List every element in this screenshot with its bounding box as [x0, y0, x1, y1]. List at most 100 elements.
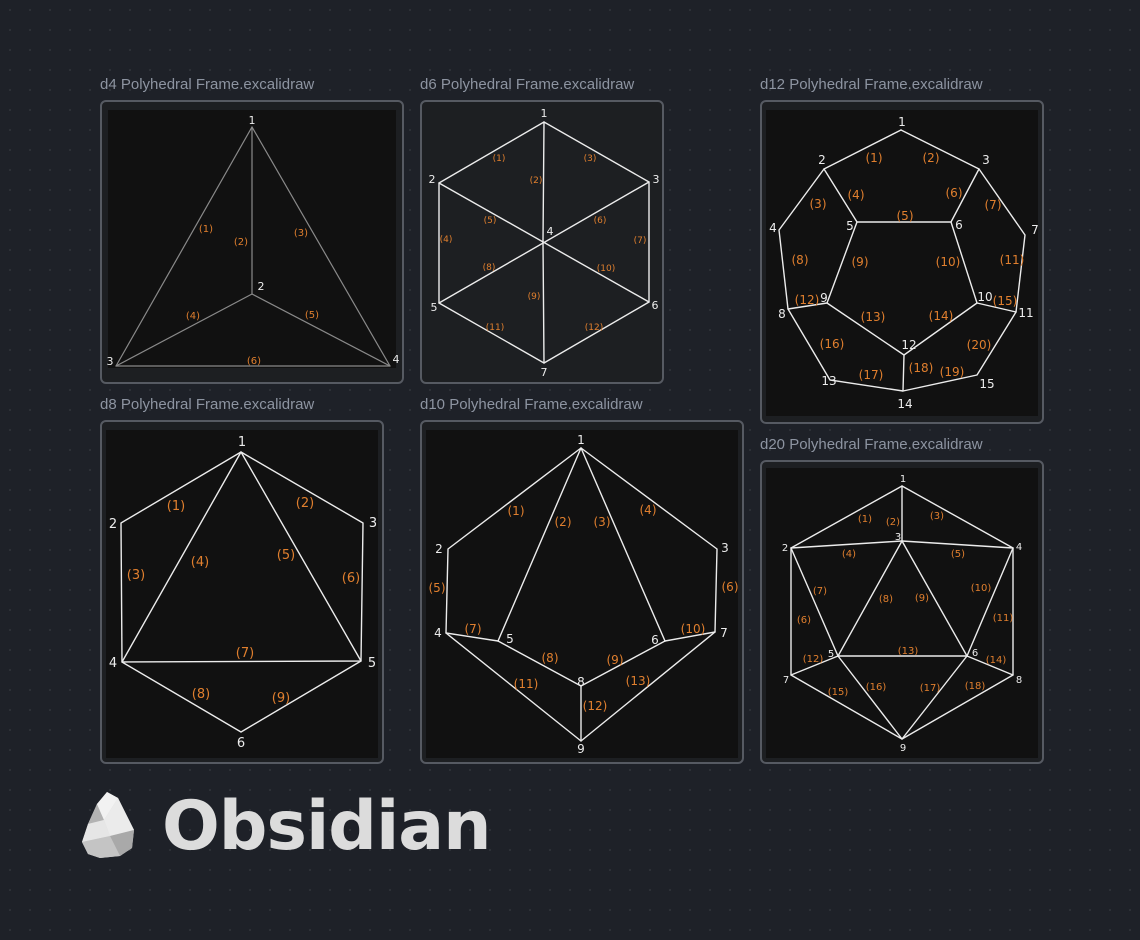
d12-vertex-label: 8 — [778, 307, 786, 321]
frame-title-d8[interactable]: d8 Polyhedral Frame.excalidraw — [100, 396, 315, 413]
d10-edge — [580, 447, 666, 642]
d4-edge — [115, 293, 253, 367]
d20-face-label: (5) — [951, 549, 965, 560]
d8-face-label: (8) — [192, 687, 210, 702]
frame-title-d20[interactable]: d20 Polyhedral Frame.excalidraw — [760, 436, 983, 453]
d12-face-label: (11) — [1000, 253, 1025, 267]
d12-vertex-label: 11 — [1018, 306, 1033, 320]
d10-face-label: (3) — [594, 515, 611, 529]
d6-face-label: (2) — [530, 176, 543, 186]
d10-edge — [497, 447, 582, 642]
d4-face-label: (6) — [247, 356, 261, 367]
d10-face-label: (13) — [626, 674, 651, 688]
d10-vertex-label: 1 — [577, 433, 585, 447]
d20-edge — [790, 547, 839, 657]
d4-face-label: (2) — [234, 237, 248, 248]
frame-card-d10[interactable]: 1 2 3 4 5 6 7 8 9 (1) (2) (3) (4) (5) (6… — [420, 420, 744, 764]
d6-face-label: (12) — [585, 323, 603, 333]
d12-vertex-label: 10 — [977, 290, 992, 304]
d20-face-label: (13) — [898, 646, 919, 657]
d6-diagram: 1 2 3 4 5 6 7 (1) (2) (3) (4) (5) (6) (7… — [429, 107, 660, 379]
d10-vertex-label: 3 — [721, 541, 729, 555]
frame-title-d10[interactable]: d10 Polyhedral Frame.excalidraw — [420, 396, 643, 413]
d12-face-label: (20) — [967, 338, 992, 352]
d12-face-label: (5) — [897, 209, 914, 223]
frame-card-d6[interactable]: 1 2 3 4 5 6 7 (1) (2) (3) (4) (5) (6) (7… — [420, 100, 664, 384]
d10-face-label: (4) — [640, 503, 657, 517]
frame-card-d4[interactable]: 1 2 3 4 (1) (2) (3) (4) (5) (6) — [100, 100, 404, 384]
d12-face-label: (17) — [859, 368, 884, 382]
d4-face-label: (4) — [186, 311, 200, 322]
d12-edge — [902, 354, 905, 392]
d10-face-label: (7) — [465, 622, 482, 636]
d6-face-label: (11) — [486, 323, 504, 333]
d10-face-label: (1) — [508, 504, 525, 518]
d8-inner-triangle — [121, 451, 362, 663]
d10-face-label: (2) — [555, 515, 572, 529]
d6-face-label: (9) — [528, 292, 541, 302]
d12-inner-pentagon — [826, 221, 978, 356]
d10-face-label: (8) — [542, 651, 559, 665]
d12-vertex-label: 13 — [821, 374, 836, 388]
d6-face-label: (8) — [483, 263, 496, 273]
d10-face-label: (6) — [722, 580, 739, 594]
d12-face-label: (7) — [985, 198, 1002, 212]
d6-face-label: (10) — [597, 264, 615, 274]
d12-vertex-label: 2 — [818, 153, 826, 167]
d4-edge — [251, 293, 391, 367]
d12-vertex-label: 9 — [820, 291, 828, 305]
frame-card-d12[interactable]: 1 2 3 4 5 6 7 8 9 10 11 12 13 14 15 (1) … — [760, 100, 1044, 424]
d4-vertex-label: 1 — [249, 114, 256, 127]
d4-face-label: (3) — [294, 228, 308, 239]
d20-inner-triangle — [837, 540, 968, 657]
d20-vertex-label: 9 — [900, 743, 906, 754]
d12-vertex-label: 3 — [982, 153, 990, 167]
d6-vertex-label: 3 — [653, 173, 660, 186]
d10-edge — [497, 640, 582, 687]
d20-edge — [837, 655, 903, 740]
d20-vertex-label: 7 — [783, 675, 789, 686]
d10-face-label: (10) — [681, 622, 706, 636]
d20-face-label: (9) — [915, 593, 929, 604]
d12-face-label: (14) — [929, 309, 954, 323]
d20-face-label: (2) — [886, 517, 900, 528]
d10-vertex-label: 4 — [434, 626, 442, 640]
d12-edge — [823, 168, 858, 223]
d20-vertex-label: 2 — [782, 543, 788, 554]
d12-edge — [787, 302, 828, 310]
d12-canvas — [766, 110, 1038, 416]
d20-face-label: (15) — [828, 687, 849, 698]
d10-vertex-label: 2 — [435, 542, 443, 556]
d12-vertex-label: 6 — [955, 218, 963, 232]
d8-vertex-label: 2 — [109, 517, 117, 532]
d6-vertex-label: 1 — [541, 107, 548, 120]
d10-vertex-label: 9 — [577, 742, 585, 756]
d12-face-label: (18) — [909, 361, 934, 375]
d20-face-label: (6) — [797, 615, 811, 626]
d20-vertex-label: 5 — [828, 649, 834, 660]
d12-edge — [950, 168, 980, 223]
frame-card-d20[interactable]: 1 2 3 4 5 6 7 8 9 (1) (2) (3) (4) (5) (6… — [760, 460, 1044, 764]
d10-vertex-label: 6 — [651, 633, 659, 647]
frame-title-d4[interactable]: d4 Polyhedral Frame.excalidraw — [100, 76, 315, 93]
d8-canvas — [106, 430, 378, 758]
d12-vertex-label: 14 — [897, 397, 912, 411]
d20-diagram: 1 2 3 4 5 6 7 8 9 (1) (2) (3) (4) (5) (6… — [766, 468, 1038, 758]
d10-vertex-label: 5 — [506, 632, 514, 646]
d20-edge — [966, 547, 1014, 657]
d6-face-label: (5) — [484, 216, 497, 226]
d10-edge — [664, 631, 716, 642]
d10-face-label: (12) — [583, 699, 608, 713]
d20-face-label: (11) — [993, 613, 1014, 624]
d12-face-label: (15) — [993, 294, 1018, 308]
frame-card-d8[interactable]: 1 2 3 4 5 6 (1) (2) (3) (4) (5) (6) (7) … — [100, 420, 384, 764]
d12-vertex-label: 7 — [1031, 223, 1039, 237]
d8-face-label: (7) — [236, 646, 254, 661]
d6-edge — [542, 121, 545, 243]
d8-face-label: (6) — [342, 571, 360, 586]
frame-title-d6[interactable]: d6 Polyhedral Frame.excalidraw — [420, 76, 635, 93]
d12-face-label: (13) — [861, 310, 886, 324]
d8-face-label: (9) — [272, 691, 290, 706]
d8-vertex-label: 3 — [369, 516, 377, 531]
frame-title-d12[interactable]: d12 Polyhedral Frame.excalidraw — [760, 76, 983, 93]
